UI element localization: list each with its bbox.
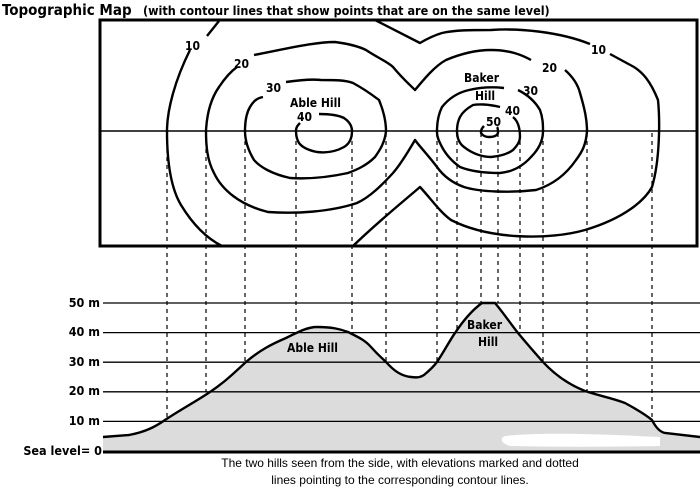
profile-outline bbox=[102, 301, 700, 439]
level-label-20: 20 m bbox=[69, 383, 100, 398]
profile-label-baker-2: Hill bbox=[478, 335, 498, 349]
contour-label-20: 20 bbox=[542, 61, 557, 75]
profile-label-able: Able Hill bbox=[287, 341, 338, 355]
contour-label-30: 30 bbox=[523, 84, 538, 98]
hill-label-baker: Baker bbox=[464, 71, 500, 85]
title-subtitle: (with contour lines that show points tha… bbox=[143, 3, 550, 18]
contour-label-20: 20 bbox=[234, 57, 249, 71]
caption-line-1: The two hills seen from the side, with e… bbox=[221, 456, 579, 470]
contour-40-baker bbox=[455, 103, 522, 159]
contour-30-able bbox=[243, 78, 388, 180]
erased-patch bbox=[501, 433, 660, 447]
contour-label-40: 40 bbox=[297, 110, 312, 124]
title-main: Topographic Map bbox=[2, 1, 132, 19]
side-profile: 50 m 40 m 30 m 20 m 10 m Sea level= 0 Ab… bbox=[23, 133, 700, 458]
level-label-10: 10 m bbox=[69, 413, 100, 428]
contour-10 bbox=[165, 18, 661, 248]
profile-label-baker: Baker bbox=[467, 318, 503, 332]
map-frame bbox=[98, 18, 699, 248]
contour-label-40: 40 bbox=[505, 104, 520, 118]
level-label-30: 30 m bbox=[69, 354, 100, 369]
profile-fill bbox=[103, 303, 700, 451]
contour-label-30: 30 bbox=[266, 81, 281, 95]
hill-label-able: Able Hill bbox=[290, 96, 341, 110]
level-label-sea: Sea level= 0 bbox=[23, 443, 102, 458]
contour-label-10: 10 bbox=[591, 43, 606, 57]
contour-label-10: 10 bbox=[185, 39, 200, 53]
contour-map: 10 20 30 40 10 20 30 40 50 Able Hill Bak… bbox=[98, 18, 699, 248]
hill-label-baker-2: Hill bbox=[475, 89, 495, 103]
level-label-50: 50 m bbox=[69, 295, 100, 310]
contour-20 bbox=[204, 40, 589, 214]
level-label-40: 40 m bbox=[69, 324, 100, 339]
caption-line-2: lines pointing to the corresponding cont… bbox=[271, 473, 529, 487]
contour-label-50: 50 bbox=[486, 115, 501, 129]
contour-30-baker bbox=[435, 86, 545, 175]
contour-50-baker bbox=[479, 125, 500, 139]
contour-40-able bbox=[294, 112, 354, 154]
